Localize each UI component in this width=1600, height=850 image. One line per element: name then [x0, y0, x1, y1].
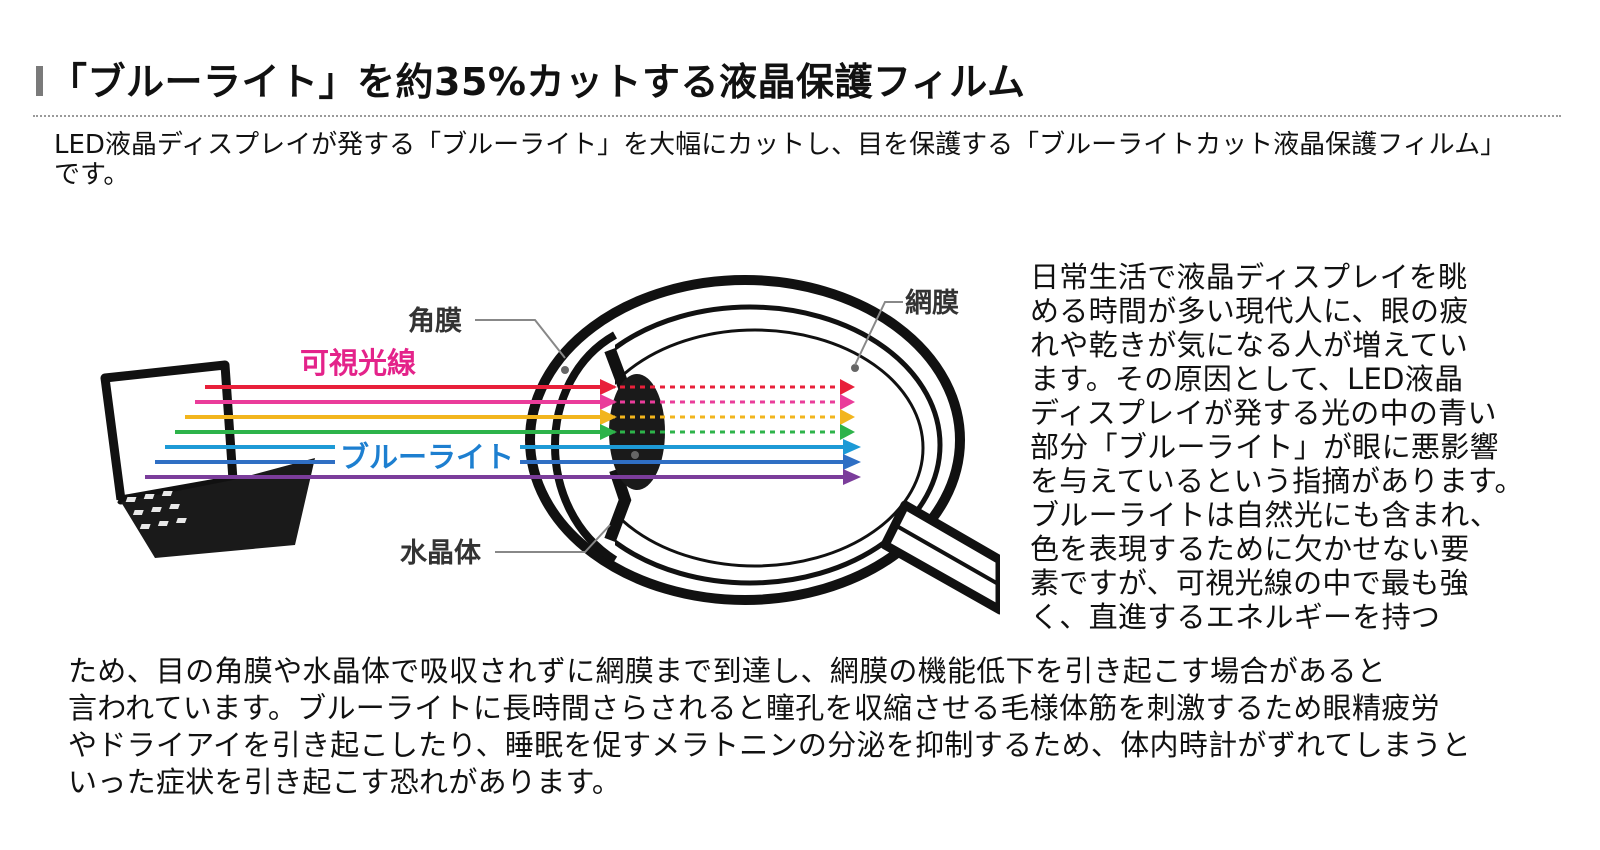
side-line: れや乾きが気になる人が増えてい	[1030, 328, 1469, 362]
bottom-line: 言われています。ブルーライトに長時間さらされると瞳孔を収縮させる毛様体筋を刺激す…	[68, 691, 1440, 725]
eye-diagram: 角膜 可視光線 ブルーライト 網膜 水晶体	[53, 240, 1005, 640]
side-line: ディスプレイが発する光の中の青い	[1030, 396, 1497, 430]
dotted-divider	[33, 115, 1561, 117]
eye-diagram-illustration: 角膜 可視光線 ブルーライト 網膜 水晶体	[53, 275, 1005, 615]
section-heading: 「ブルーライト」を約35%カットする液晶保護フィルム	[36, 52, 1556, 104]
side-line: 部分「ブルーライト」が眼に悪影響	[1030, 430, 1499, 464]
side-line: 色を表現するために欠かせない要	[1030, 532, 1470, 566]
side-line: く、直進するエネルギーを持つ	[1030, 600, 1441, 634]
side-line: 日常生活で液晶ディスプレイを眺	[1030, 260, 1468, 294]
bottom-line: いった症状を引き起こす恐れがあります。	[68, 765, 622, 799]
light-rays	[145, 379, 861, 485]
side-line: める時間が多い現代人に、眼の疲	[1030, 294, 1469, 328]
side-line: ます。その原因として、LED液晶	[1030, 362, 1464, 396]
label-retina: 網膜	[905, 287, 959, 319]
side-paragraph: 日常生活で液晶ディスプレイを眺 める時間が多い現代人に、眼の疲 れや乾きが気にな…	[1030, 260, 1560, 634]
intro-paragraph: LED液晶ディスプレイが発する「ブルーライト」を大幅にカットし、目を保護する「ブ…	[54, 130, 1564, 190]
heading-accent-bar	[36, 66, 43, 96]
side-line: を与えているという指摘があります。	[1030, 464, 1524, 498]
bottom-line: ため、目の角膜や水晶体で吸収されずに網膜まで到達し、網膜の機能低下を引き起こす場…	[68, 654, 1386, 688]
side-line: ブルーライトは自然光にも含まれ、	[1030, 498, 1500, 532]
label-visible-light: 可視光線	[300, 346, 416, 380]
intro-line: LED液晶ディスプレイが発する「ブルーライト」を大幅にカットし、目を保護する「ブ…	[54, 130, 1507, 160]
label-blue-light: ブルーライト	[340, 440, 514, 474]
label-lens: 水晶体	[400, 538, 482, 569]
side-line: 素ですが、可視光線の中で最も強	[1030, 566, 1469, 600]
laptop-icon	[53, 360, 315, 558]
intro-line: です。	[54, 160, 130, 190]
label-cornea: 角膜	[408, 305, 462, 337]
bottom-paragraph: ため、目の角膜や水晶体で吸収されずに網膜まで到達し、網膜の機能低下を引き起こす場…	[68, 653, 1568, 801]
page-title: 「ブルーライト」を約35%カットする液晶保護フィルム	[49, 59, 1026, 104]
bottom-line: やドライアイを引き起こしたり、睡眠を促すメラトニンの分泌を抑制するため、体内時計…	[68, 728, 1471, 762]
